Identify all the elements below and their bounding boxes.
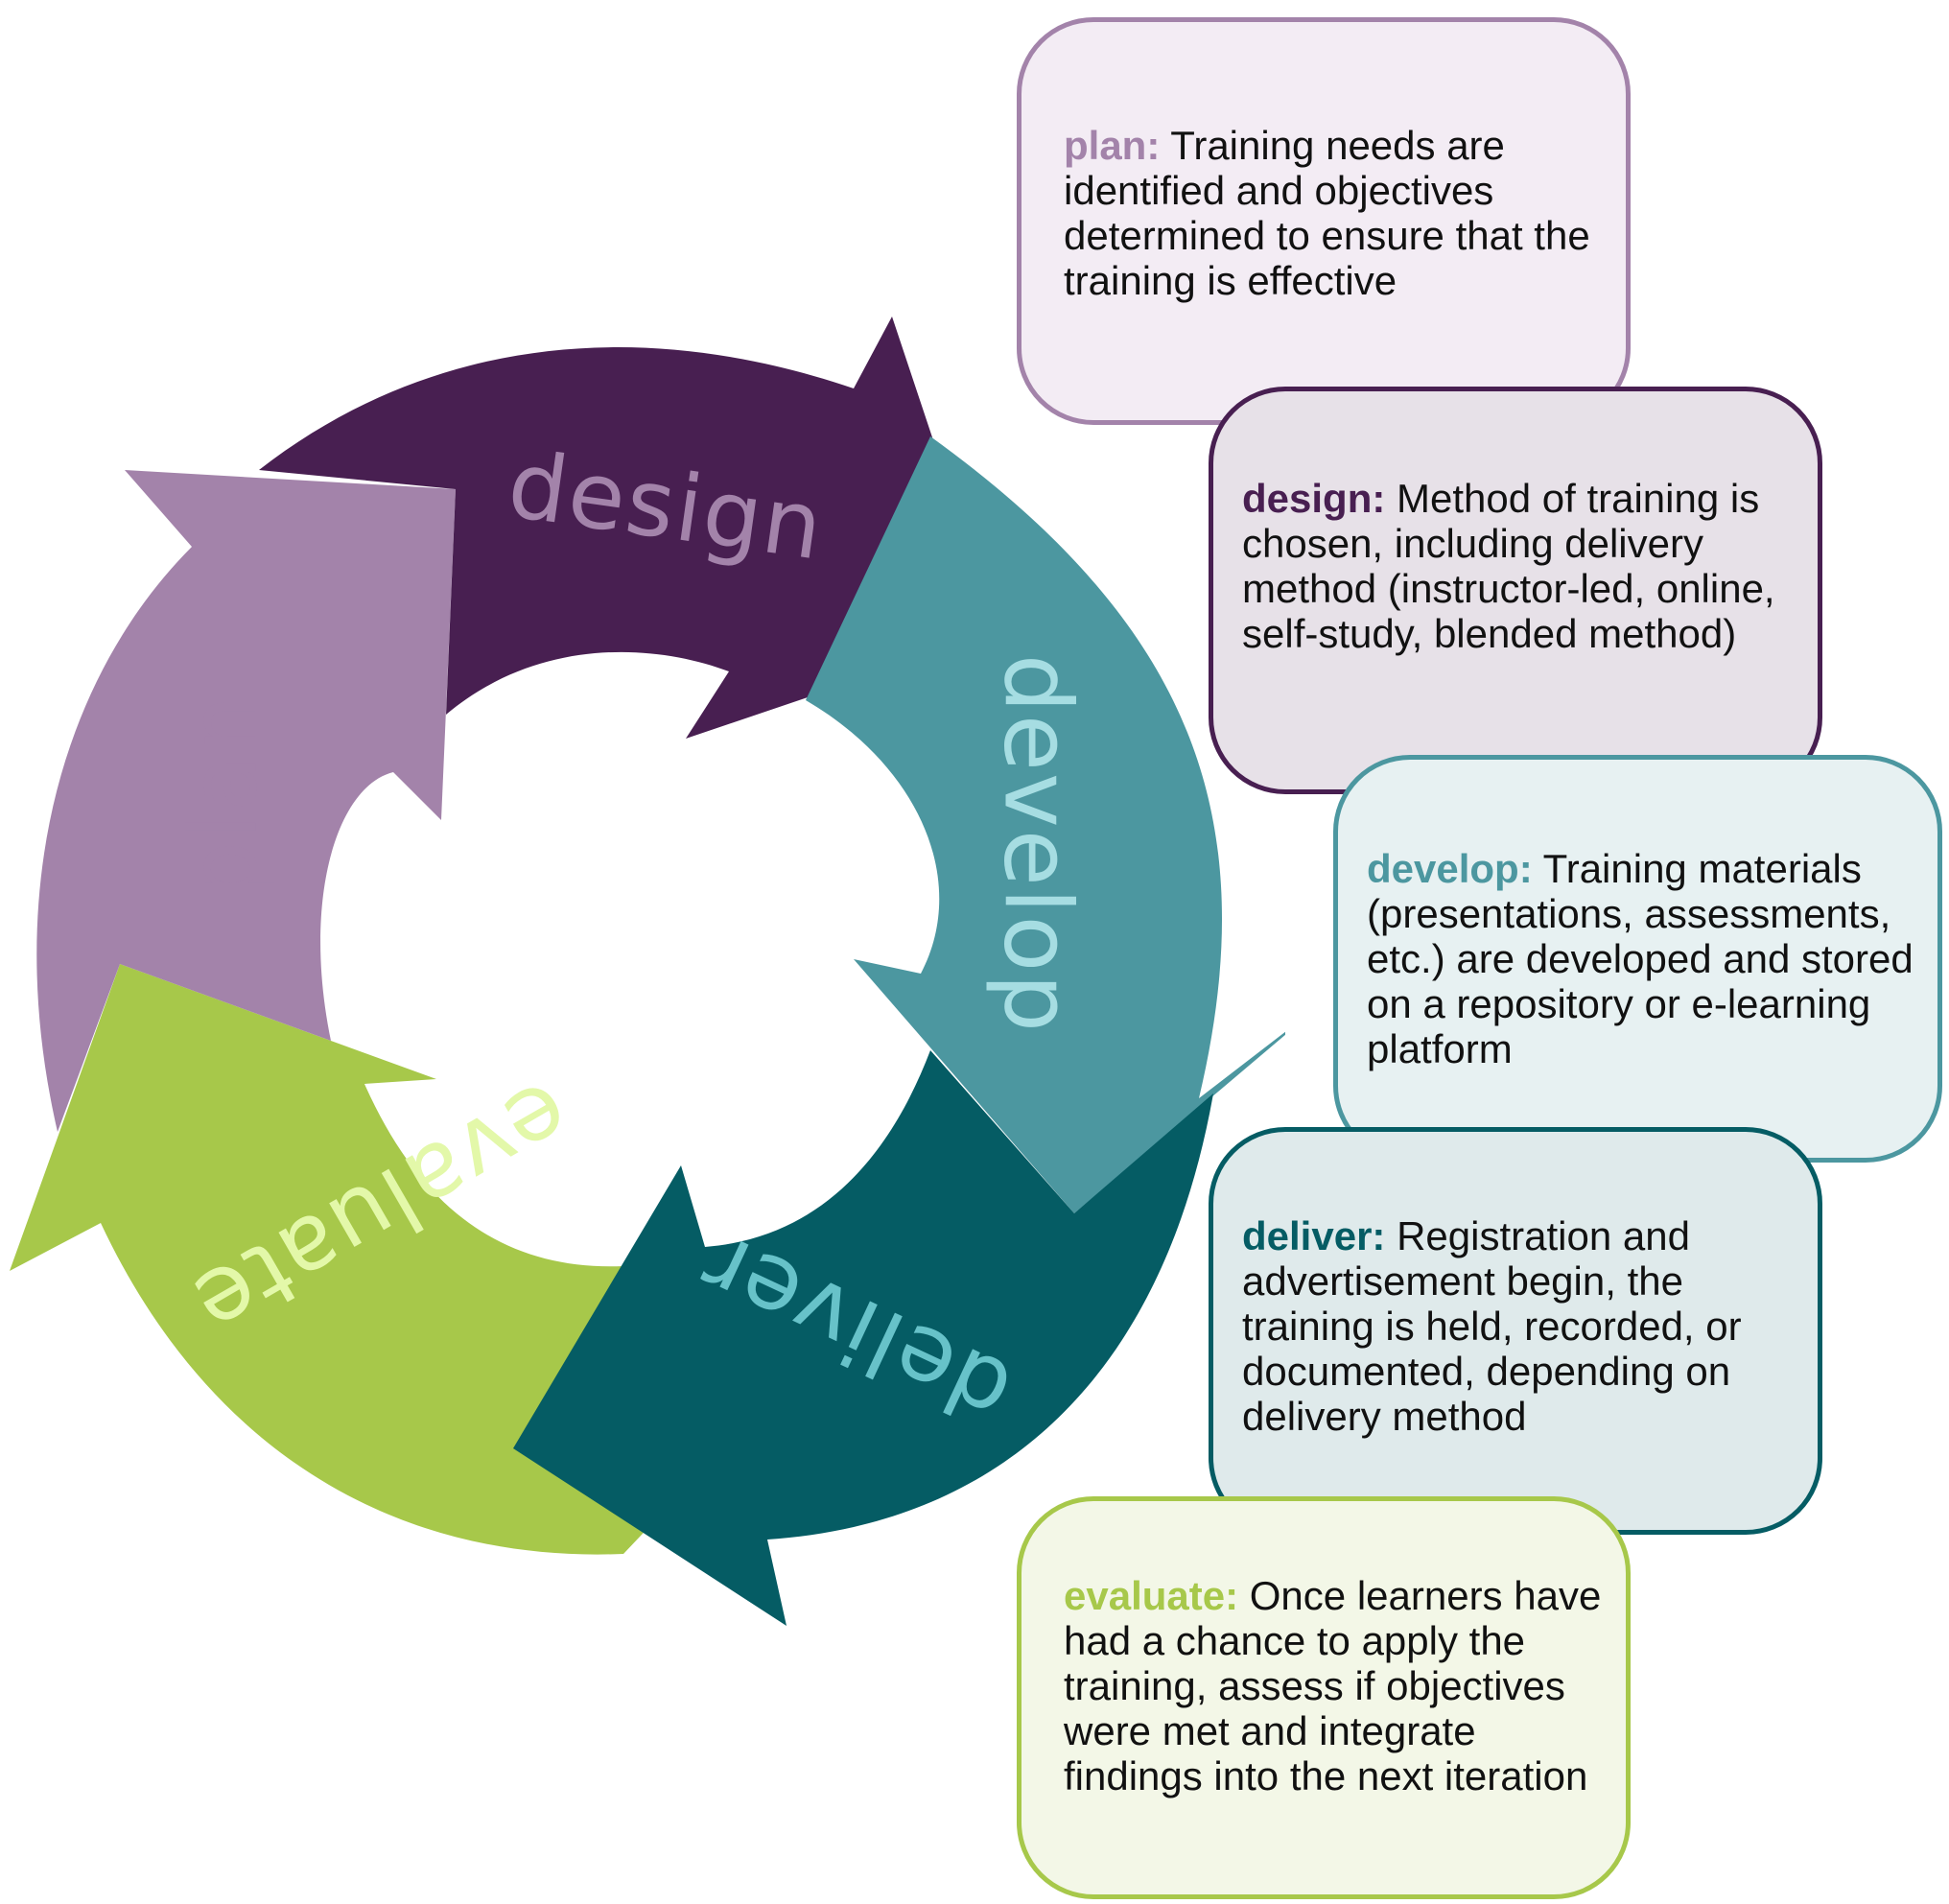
plan-text: Training needs are identified and object…: [1064, 123, 1590, 303]
plan-arrow: [36, 470, 457, 1132]
evaluate-term: evaluate:: [1064, 1573, 1239, 1618]
develop-label: develop: [984, 654, 1092, 1034]
evaluate-text: Once learners have had a chance to apply…: [1064, 1573, 1602, 1798]
design-term: design:: [1242, 476, 1386, 521]
deliver-arrow: [513, 1050, 1213, 1626]
design-description: design: Method of training is chosen, in…: [1242, 476, 1798, 656]
plan-label: plan: [170, 693, 277, 899]
evaluate-arrow: [10, 964, 710, 1555]
develop-term: develop:: [1367, 846, 1533, 891]
plan-term: plan:: [1064, 123, 1161, 168]
plan-description-box: plan: Training needs are identified and …: [1017, 17, 1631, 425]
deliver-description: deliver: Registration and advertisement …: [1242, 1213, 1798, 1439]
develop-arrow: [806, 436, 1285, 1213]
evaluate-description-box: evaluate: Once learners have had a chanc…: [1017, 1496, 1631, 1899]
deliver-description-box: deliver: Registration and advertisement …: [1209, 1127, 1822, 1535]
develop-description-box: develop: Training materials (presentatio…: [1333, 755, 1942, 1163]
develop-description: develop: Training materials (presentatio…: [1367, 846, 1933, 1071]
cycle-diagram: design plan develop deliver evaluate: [10, 317, 1285, 1626]
plan-description: plan: Training needs are identified and …: [1064, 123, 1601, 303]
evaluate-description: evaluate: Once learners have had a chanc…: [1064, 1573, 1610, 1798]
deliver-term: deliver:: [1242, 1213, 1386, 1258]
deliver-text: Registration and advertisement begin, th…: [1242, 1213, 1742, 1439]
design-text: Method of training is chosen, including …: [1242, 476, 1775, 656]
design-arrow: [259, 317, 998, 739]
develop-text: Training materials (presentations, asses…: [1367, 846, 1914, 1071]
design-description-box: design: Method of training is chosen, in…: [1209, 387, 1822, 794]
